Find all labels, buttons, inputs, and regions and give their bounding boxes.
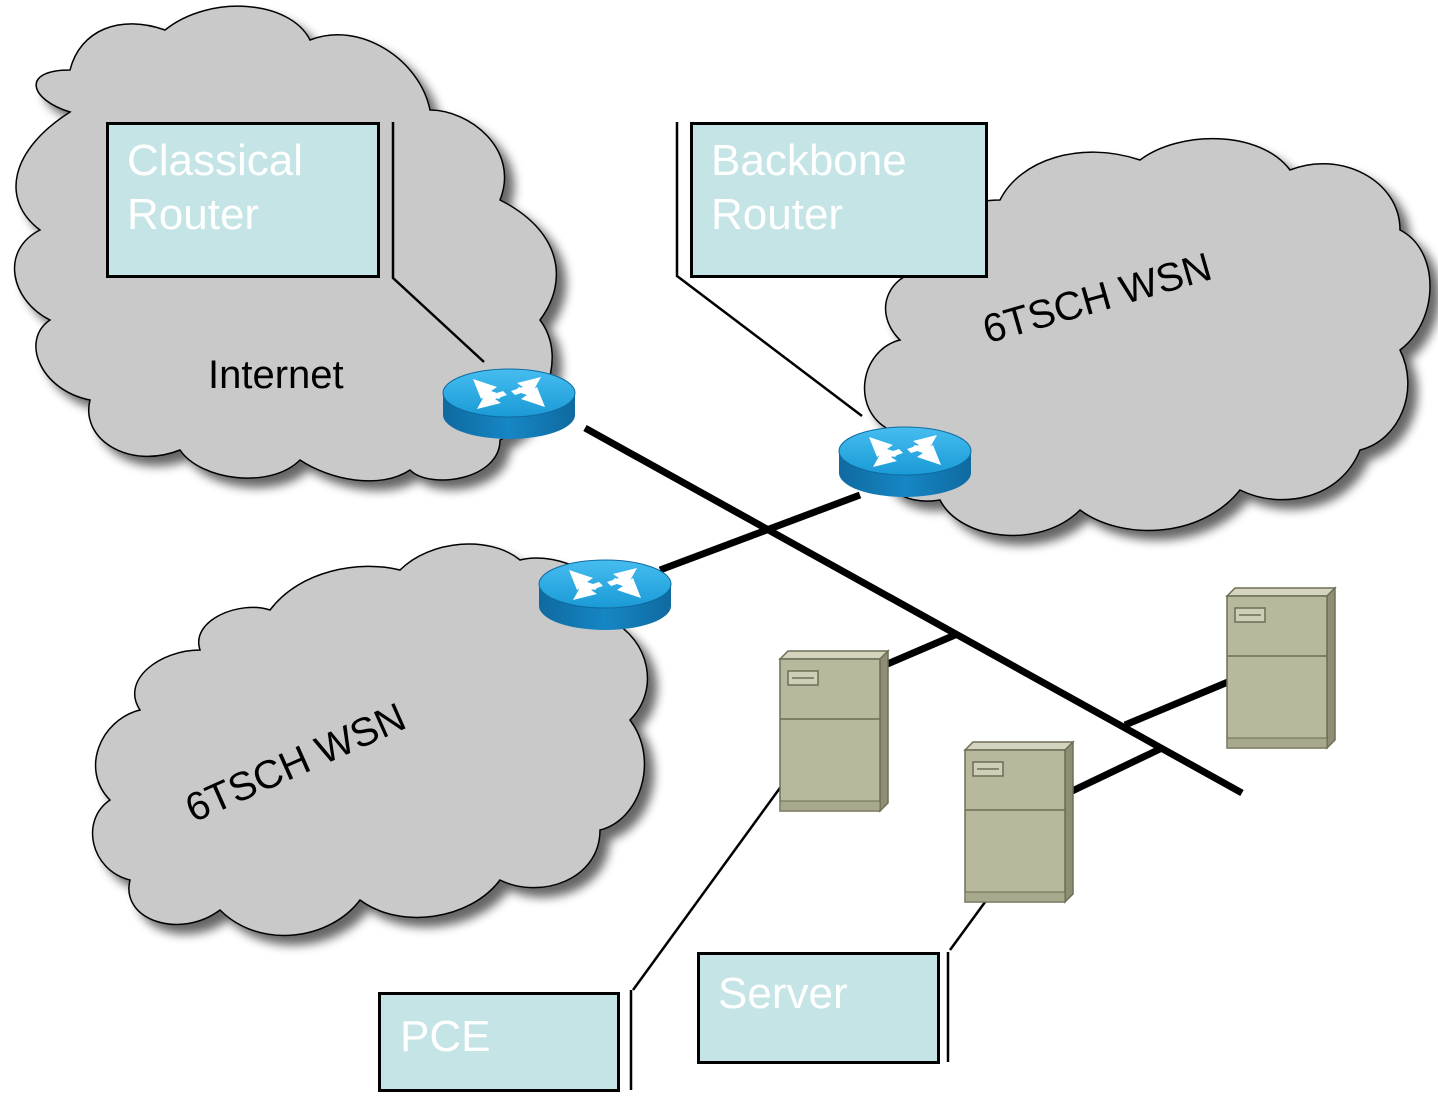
pce-callout: [378, 992, 620, 1092]
server-label: Server: [718, 969, 848, 1018]
backbone-router-callout: [690, 122, 988, 278]
backbone-link: [583, 424, 1244, 797]
server-link-left: [1066, 744, 1164, 797]
router-icon: [838, 426, 972, 498]
server-icon: [779, 650, 889, 812]
internet-label: Internet: [208, 353, 344, 397]
router-icon: [538, 559, 672, 631]
server-icon: [964, 741, 1074, 903]
pce-server-link: [876, 631, 957, 672]
callout-leaders: [391, 122, 990, 1090]
classical-router-label: Classical Router: [127, 136, 304, 239]
wsn-link: [658, 491, 862, 574]
router-icon: [442, 368, 576, 440]
network-links: [583, 424, 1244, 797]
backbone-router-label: Backbone Router: [711, 136, 907, 239]
pce-label: PCE: [400, 1012, 491, 1061]
server-link-right: [1123, 678, 1230, 729]
classical-router-callout: [106, 122, 380, 278]
wsn-left-cloud-icon: [91, 543, 649, 937]
server-callout: [697, 952, 940, 1064]
server-icon: [1226, 587, 1336, 749]
